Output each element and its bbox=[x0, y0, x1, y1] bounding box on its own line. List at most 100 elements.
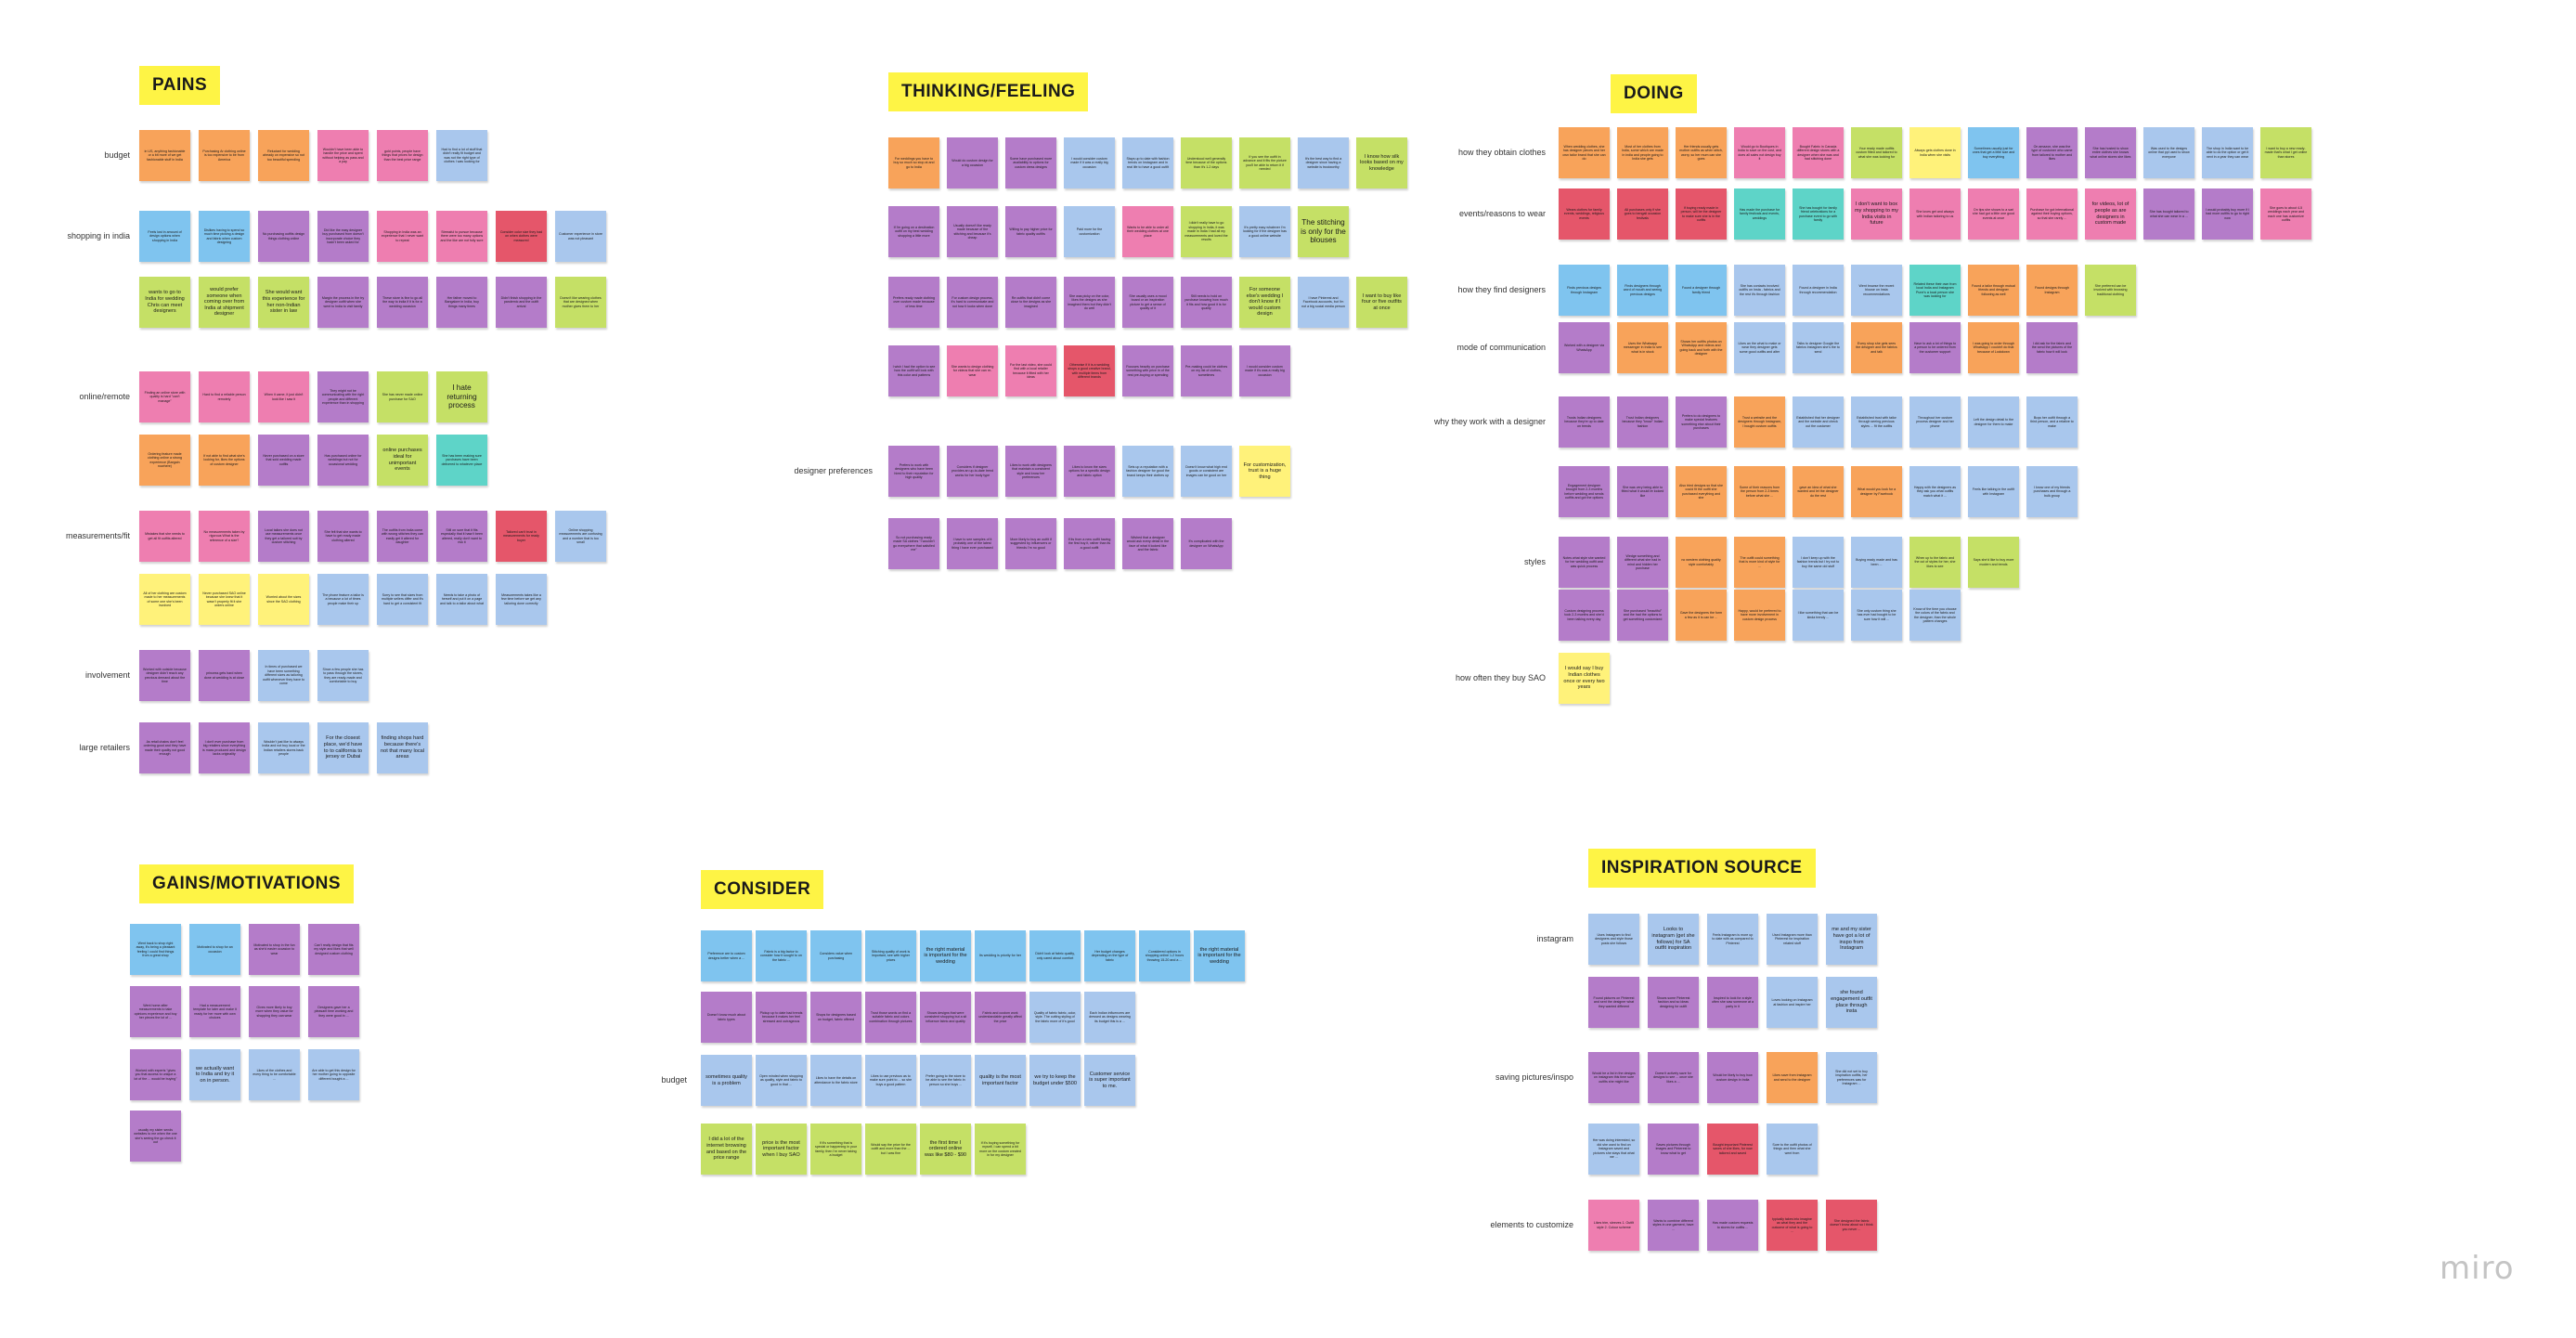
sticky-note[interactable]: I know how silk looks based on my knowle… bbox=[1356, 137, 1407, 188]
row-label-budget[interactable]: budget bbox=[104, 150, 130, 160]
sticky-note[interactable]: Happy, would be preferred to have more i… bbox=[1734, 590, 1785, 641]
sticky-note[interactable]: I don't keep up with the fashion trends … bbox=[1793, 537, 1844, 588]
sticky-note[interactable]: For customization, trust is a huge thing bbox=[1239, 446, 1290, 497]
sticky-note[interactable]: we try to keep the budget under $500 bbox=[1029, 1055, 1081, 1106]
sticky-note[interactable]: Found a designer through family friend bbox=[1676, 265, 1727, 316]
sticky-note[interactable]: Considers if designer provides an up-to-… bbox=[947, 446, 998, 497]
sticky-note[interactable]: Feels Instagram is more up to date with … bbox=[1707, 914, 1758, 965]
sticky-note[interactable]: Pickup up to date bad trends because it … bbox=[756, 992, 807, 1043]
sticky-note[interactable]: Motivated to shop in the fun as she'd ea… bbox=[249, 924, 300, 975]
sticky-note[interactable]: When wedding clothes, she has designer p… bbox=[1559, 127, 1610, 178]
sticky-note[interactable]: Likes to use previous as to make sure po… bbox=[865, 1055, 916, 1106]
row-label-events-reasons-to-wear[interactable]: events/reasons to wear bbox=[1458, 209, 1546, 218]
sticky-note[interactable]: Know of the time you choose the colors o… bbox=[1909, 590, 1961, 641]
sticky-note[interactable]: Doesn't know what high end goods or cons… bbox=[1181, 446, 1232, 497]
row-label-saving-pictures-inspo[interactable]: saving pictures/inspo bbox=[1495, 1072, 1573, 1082]
sticky-note[interactable]: Always gets clothes done in India when s… bbox=[1909, 127, 1961, 178]
sticky-note[interactable]: Shops for designers based on budget, fab… bbox=[810, 992, 861, 1043]
sticky-note[interactable]: Buying ready made and has been ... bbox=[1851, 537, 1902, 588]
sticky-note[interactable]: Finds previous designs through Instagram bbox=[1559, 265, 1610, 316]
sticky-note[interactable]: Most of her clothes from India, some whi… bbox=[1617, 127, 1668, 178]
sticky-note[interactable]: What would you look for a designer by Fa… bbox=[1851, 466, 1902, 517]
sticky-note[interactable]: She has bought tailored to what she can … bbox=[2143, 188, 2194, 240]
sticky-note[interactable]: I don't want to box my shopping to my In… bbox=[1851, 188, 1902, 240]
sticky-note[interactable]: me and my sister have got a lot of inspo… bbox=[1826, 914, 1877, 965]
sticky-note[interactable]: I was going to order through WhatsApp I … bbox=[1968, 322, 2019, 373]
sticky-note[interactable]: Trusts Indian designers because they're … bbox=[1559, 396, 1610, 448]
sticky-note[interactable]: I would consider custom made if it was a… bbox=[1064, 137, 1115, 188]
sticky-note[interactable]: Local tailors she does not use measureme… bbox=[258, 511, 309, 562]
sticky-note[interactable]: I have to see samples of it probably one… bbox=[947, 518, 998, 569]
row-label-mode-of-communication[interactable]: mode of communication bbox=[1456, 343, 1546, 352]
sticky-note[interactable]: Wouldn't have been able to handle the pr… bbox=[317, 130, 369, 181]
sticky-note[interactable]: Wears clothes for family events, wedding… bbox=[1559, 188, 1610, 240]
sticky-note[interactable]: She would want this experience for her n… bbox=[258, 277, 309, 328]
sticky-note[interactable]: When it came, it just didn't look like I… bbox=[258, 371, 309, 422]
sticky-note[interactable]: Found a designer in India through recomm… bbox=[1793, 265, 1844, 316]
sticky-note[interactable]: Prefers ready made clothing over custom … bbox=[888, 277, 939, 328]
sticky-note[interactable]: For someone else's wedding I don't know … bbox=[1239, 277, 1290, 328]
sticky-note[interactable]: Reluctant for wedding already on expensi… bbox=[258, 130, 309, 181]
sticky-note[interactable]: Would go to Boutiques in India to save o… bbox=[1734, 127, 1785, 178]
sticky-note[interactable]: It's the best way to find a designer sin… bbox=[1298, 137, 1349, 188]
sticky-note[interactable]: I would say I buy Indian clothes once or… bbox=[1559, 653, 1610, 704]
sticky-note[interactable]: Some have purchased more availability to… bbox=[1005, 137, 1056, 188]
sticky-note[interactable]: online purchases ideal for unimportant e… bbox=[377, 435, 428, 486]
sticky-note[interactable]: Her father moved to Bangalore in India, … bbox=[436, 277, 487, 328]
sticky-note[interactable]: Found pictures on Pinterest and sent the… bbox=[1588, 977, 1639, 1028]
sticky-note[interactable]: She has never made online purchase for S… bbox=[377, 371, 428, 422]
sticky-note[interactable]: Trust Indian designers because they "kno… bbox=[1617, 396, 1668, 448]
sticky-note[interactable]: She purchased "beautiful" and the had th… bbox=[1617, 590, 1668, 641]
sticky-note[interactable]: Gives more likely to buy more when they … bbox=[249, 986, 300, 1037]
sticky-note[interactable]: If its from a new outfit having the firs… bbox=[1064, 518, 1115, 569]
sticky-note[interactable]: Wants to be able to order all their wedd… bbox=[1122, 206, 1173, 257]
sticky-note[interactable]: She has been making sure purchases have … bbox=[436, 435, 487, 486]
sticky-note[interactable]: Buys her outfit through a third person, … bbox=[2026, 396, 2078, 448]
sticky-note[interactable]: Didn't look at fabric quality, only care… bbox=[1029, 930, 1081, 981]
row-label-measurements-fit[interactable]: measurements/fit bbox=[65, 531, 130, 540]
row-label-involvement[interactable]: involvement bbox=[84, 670, 130, 680]
row-label-elements-to-customize[interactable]: elements to customize bbox=[1490, 1220, 1573, 1229]
sticky-note[interactable]: Considers value when purchasing bbox=[810, 930, 861, 981]
sticky-note[interactable]: Engagement designer brought from 2-3 mon… bbox=[1559, 466, 1610, 517]
sticky-note[interactable]: Usually doesn't like ready made because … bbox=[947, 206, 998, 257]
sticky-note[interactable]: Wished that a designer would ask every d… bbox=[1122, 518, 1173, 569]
sticky-note[interactable]: She felt that she wants to have to get r… bbox=[317, 511, 369, 562]
sticky-note[interactable]: Trust those words on find a suitable fab… bbox=[865, 992, 916, 1043]
sticky-note[interactable]: Motivated to shop for an occasion bbox=[189, 924, 240, 975]
sticky-note[interactable]: Otherwise if it is a wedding shops a goo… bbox=[1064, 345, 1115, 396]
sticky-note[interactable]: The outfit could something that is more … bbox=[1734, 537, 1785, 588]
sticky-note[interactable]: Pre-making could be clothes on my list o… bbox=[1181, 345, 1232, 396]
sticky-note[interactable]: Likes to work with designers that mainta… bbox=[1005, 446, 1056, 497]
sticky-note[interactable]: Fabric is a big factor to consider how i… bbox=[756, 930, 807, 981]
sticky-note[interactable]: Has made custom requests to stores for o… bbox=[1707, 1200, 1758, 1251]
sticky-note[interactable]: Was used to the designs online that ppl … bbox=[2143, 127, 2194, 178]
sticky-note[interactable]: On amazon, she was the type of customer … bbox=[2026, 127, 2078, 178]
sticky-note[interactable]: Dislikes having to spend so much time pi… bbox=[199, 211, 250, 262]
sticky-note[interactable]: Tailored can't trust in measurements for… bbox=[496, 511, 547, 562]
sticky-note[interactable]: The stitching is only for the blouses bbox=[1298, 206, 1349, 257]
sticky-note[interactable]: wants to go to India for wedding Chris c… bbox=[139, 277, 190, 328]
sticky-note[interactable]: typically takes into imagine as what the… bbox=[1767, 1200, 1818, 1251]
sticky-note[interactable]: She was picky on the color, likes the de… bbox=[1064, 277, 1115, 328]
row-label-how-often-they-buy-sao[interactable]: how often they buy SAO bbox=[1455, 673, 1546, 682]
sticky-note[interactable]: she found engagement outfit place throug… bbox=[1826, 977, 1877, 1028]
sticky-note[interactable]: All of her clothing are custom made to h… bbox=[139, 574, 190, 625]
sticky-note[interactable]: finding shops hard because there's not t… bbox=[377, 722, 428, 773]
sticky-note[interactable]: Has purchased online for weddings but no… bbox=[317, 435, 369, 486]
sticky-note[interactable]: Says she'd like to buy more modern and t… bbox=[1968, 537, 2019, 588]
sticky-note[interactable]: Doesn't know much about fabric types bbox=[701, 992, 752, 1043]
sticky-note[interactable]: Re outfits that didn't come close to the… bbox=[1005, 277, 1056, 328]
sticky-note[interactable]: I like something that can be kinda trend… bbox=[1793, 590, 1844, 641]
sticky-note[interactable]: princess gets hard when done at wedding … bbox=[199, 650, 250, 701]
sticky-note[interactable]: It's complicated with the designer on Wh… bbox=[1181, 518, 1232, 569]
sticky-note[interactable]: Talks to designer Google the fabrics Ins… bbox=[1793, 322, 1844, 373]
sticky-note[interactable]: They might not be communicating with the… bbox=[317, 371, 369, 422]
sticky-note[interactable]: She designed the fabric doesn't know abo… bbox=[1826, 1200, 1877, 1251]
sticky-note[interactable]: quality is the most important factor bbox=[975, 1055, 1026, 1106]
category-doing[interactable]: DOING bbox=[1611, 74, 1697, 113]
sticky-note[interactable]: Never purchased on a store that sold wed… bbox=[258, 435, 309, 486]
sticky-note[interactable]: Trust a website and the designers throug… bbox=[1734, 396, 1785, 448]
sticky-note[interactable]: If it's something that is special or hap… bbox=[810, 1124, 861, 1175]
sticky-note[interactable]: Shows some Pinterest fashion and so idea… bbox=[1648, 977, 1699, 1028]
